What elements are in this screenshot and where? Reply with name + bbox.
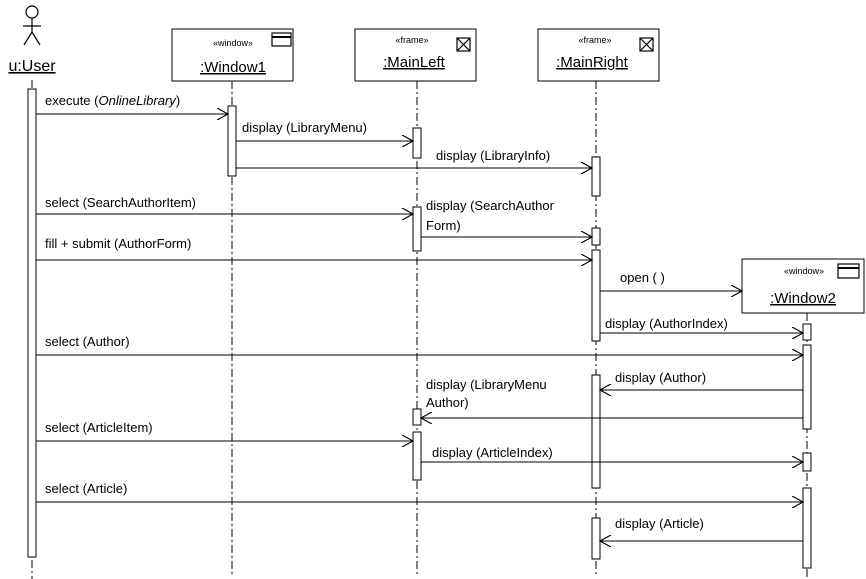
message-label: select (SearchAuthorItem) [45,195,196,210]
activation-bar [802,323,812,341]
object-stereotype: «frame» [395,35,428,45]
message-label: select (ArticleItem) [45,420,153,435]
message-label: display (LibraryInfo) [436,148,550,163]
messages [36,114,803,541]
message-label-line2: Form) [426,218,461,233]
frame-icon [639,37,654,52]
activation-bar [591,156,601,197]
message-label: display (Article) [615,516,704,531]
activation-bar [27,88,37,558]
message-label-line2: Author) [426,395,469,410]
object-mainright: «frame» :MainRight [537,28,660,82]
activation-bar [591,374,601,489]
activation-bar [802,452,812,472]
message-label: select (Article) [45,481,127,496]
activation-bar [412,206,422,252]
activation-bar [591,249,601,342]
activation-bar [591,227,601,246]
object-stereotype: «frame» [578,35,611,45]
message-labels: execute (OnlineLibrary) display (Library… [45,93,728,531]
message-label: select (Author) [45,334,130,349]
message-label: display (SearchAuthor [426,198,555,213]
frame-icon [456,37,471,52]
message-label: display (ArticleIndex) [432,445,553,460]
object-window1: «window» :Window1 [171,28,294,82]
object-name: :Window1 [200,59,266,76]
message-label: display (Author) [615,370,706,385]
message-label: execute (OnlineLibrary) [45,93,180,108]
object-name: :Window2 [770,290,836,307]
object-stereotype: «window» [213,38,253,48]
message-label: fill + submit (AuthorForm) [45,236,191,251]
object-name: :MainRight [556,54,629,71]
object-stereotype: «window» [784,266,824,276]
actor-name: u:User [8,58,56,75]
activation-bar [412,127,422,159]
activation-bar [802,487,812,569]
window-icon [271,32,292,47]
activation-bar [802,344,812,430]
object-window2: «window» :Window2 [741,258,865,314]
activation-bar [591,517,601,560]
message-label: display (AuthorIndex) [605,316,728,331]
activation-bar [412,431,422,481]
actor-user: u:User [8,5,56,75]
activation-bar [227,105,237,177]
window-icon [837,263,860,279]
message-label: open ( ) [620,270,665,285]
object-name: :MainLeft [383,54,446,71]
activation-bar [412,408,422,426]
message-label: display (LibraryMenu [426,377,547,392]
object-mainleft: «frame» :MainLeft [354,28,477,82]
message-label: display (LibraryMenu) [242,120,367,135]
stick-figure-icon [23,5,41,46]
